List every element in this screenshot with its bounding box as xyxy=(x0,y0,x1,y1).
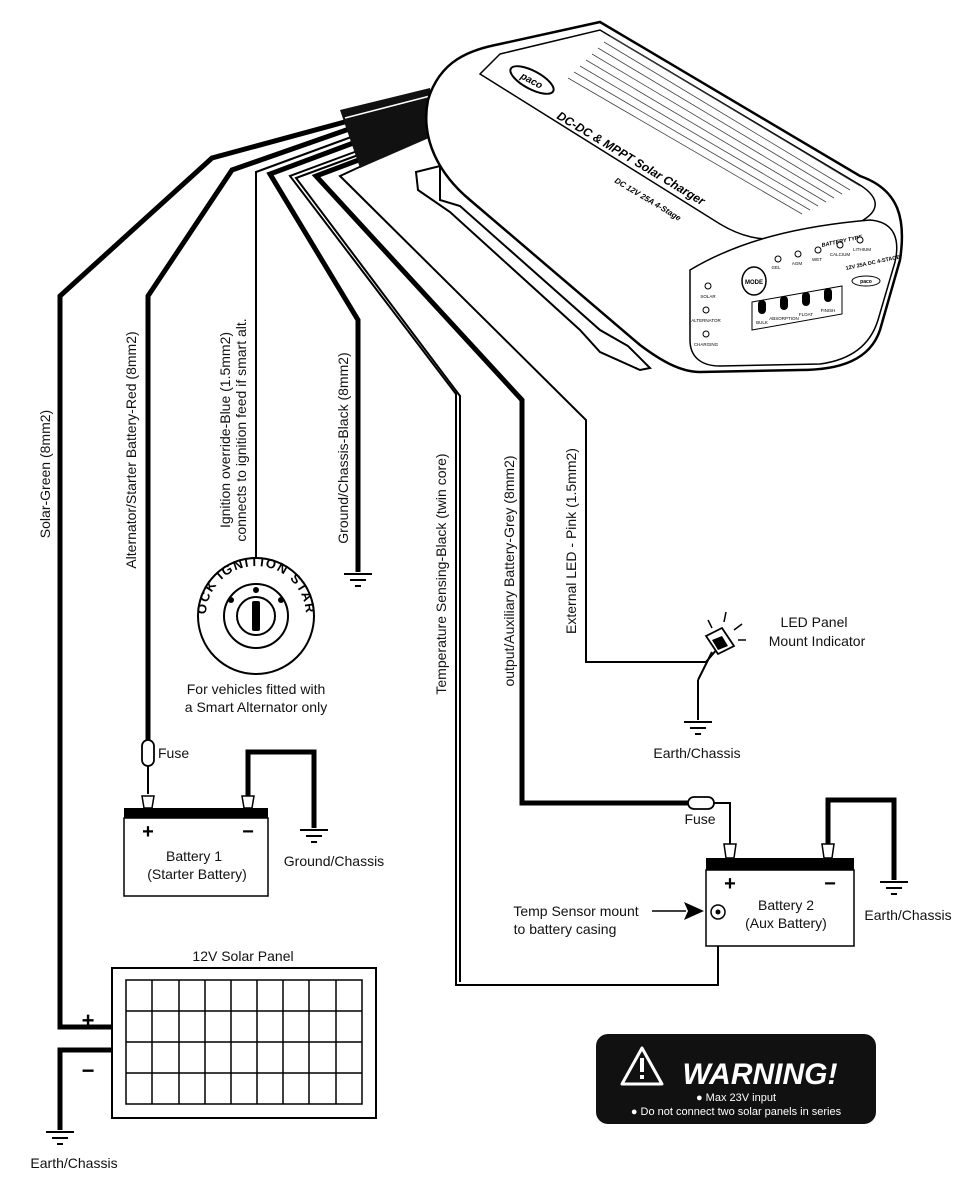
led-indicator xyxy=(697,611,746,720)
ignition-wire xyxy=(255,135,355,560)
led-solar: SOLAR xyxy=(700,294,716,299)
output-wire-label: output/Auxiliary Battery-Grey (8mm2) xyxy=(501,455,517,686)
output-wire-to-battery xyxy=(712,802,731,845)
fuse-1-label: Fuse xyxy=(158,745,189,761)
battery-type-wet: WET xyxy=(812,257,822,262)
ext-led-wire-label: External LED - Pink (1.5mm2) xyxy=(563,448,579,634)
ignition-note-line1: For vehicles fitted with xyxy=(187,681,326,697)
stage-finish: FINISH xyxy=(821,308,836,313)
solar-panel xyxy=(111,967,377,1119)
ignition-wire-label-1: Ignition override-Blue (1.5mm2) xyxy=(217,332,233,528)
solar-panel-title: 12V Solar Panel xyxy=(192,948,293,964)
ground-symbol-led xyxy=(684,721,712,735)
solar-negative-wire xyxy=(57,1047,112,1130)
fuse-2-label: Fuse xyxy=(684,811,715,827)
battery-2-plus: + xyxy=(724,873,736,895)
ground-symbol-ground-wire xyxy=(344,573,372,587)
ground-symbol-battery-1 xyxy=(300,829,328,843)
temp-sensing-wire xyxy=(288,149,719,986)
alternator-wire xyxy=(145,125,353,745)
ground-symbol-solar xyxy=(46,1131,74,1145)
battery-type-leds xyxy=(774,236,864,263)
key-slot xyxy=(252,601,260,631)
mode-button xyxy=(741,266,767,296)
heatsink-fins xyxy=(567,35,861,215)
battery-1 xyxy=(123,795,269,897)
warning-line-2: ● Do not connect two solar panels in ser… xyxy=(631,1106,842,1118)
battery-1-ground-wire xyxy=(245,749,317,828)
fuse-1 xyxy=(141,739,155,794)
ground-symbol-battery-2 xyxy=(880,881,908,895)
battery-2 xyxy=(705,843,855,947)
temp-sensor-label-2: to battery casing xyxy=(514,921,617,937)
led-earth-label: Earth/Chassis xyxy=(653,745,740,761)
front-brand-logo xyxy=(851,275,881,287)
led-charging: CHARGING xyxy=(694,342,719,347)
ignition-note-line2: a Smart Alternator only xyxy=(185,699,327,715)
stage-panel xyxy=(751,285,843,331)
ground-wire xyxy=(266,139,361,572)
temp-sensing-wire-core2 xyxy=(294,153,461,982)
battery-type-gel: GEL xyxy=(771,265,781,270)
brand-logo xyxy=(509,65,555,95)
loom-highlight xyxy=(344,95,431,119)
battery-2-label-1: Battery 2 xyxy=(758,897,814,913)
solar-wire xyxy=(57,117,353,1030)
battery-1-minus: − xyxy=(242,821,254,843)
battery-type-calcium: CALCIUM xyxy=(830,252,851,257)
alternator-wire-label: Alternator/Starter Battery-Red (8mm2) xyxy=(123,331,139,568)
temp-sensor-label-1: Temp Sensor mount xyxy=(513,903,638,919)
led-panel-label-1: LED Panel xyxy=(781,614,848,630)
warning-box xyxy=(596,1034,876,1124)
front-panel xyxy=(689,219,898,367)
charger-device: paco DC-DC & MPPT Solar Charger DC 12V 2… xyxy=(414,20,904,374)
ignition-switch: LOCK IGNITION START xyxy=(0,0,317,675)
input-leds xyxy=(702,282,712,338)
battery-2-ground-wire xyxy=(825,797,897,880)
front-brand-text: paco xyxy=(860,279,872,285)
mode-label: MODE xyxy=(745,280,763,286)
warning-line-1: ● Max 23V input xyxy=(696,1092,776,1104)
solar-earth-label: Earth/Chassis xyxy=(30,1155,117,1171)
battery-1-label-1: Battery 1 xyxy=(166,848,222,864)
battery-type-agm: AGM xyxy=(792,261,803,266)
solar-cell-grid xyxy=(126,980,362,1104)
temp-sensor-arrow xyxy=(652,902,704,920)
led-alternator: ALTERNATOR xyxy=(691,318,721,323)
stage-float: FLOAT xyxy=(799,312,813,317)
fuse-2 xyxy=(687,796,715,810)
cable-loom xyxy=(340,88,438,168)
output-wire xyxy=(311,155,690,806)
stage-leds xyxy=(758,288,832,314)
stage-absorption: ABSORPTION xyxy=(769,316,799,321)
ground-wire-label: Ground/Chassis-Black (8mm2) xyxy=(335,352,351,543)
solar-plus: + xyxy=(82,1008,95,1033)
battery-1-label-2: (Starter Battery) xyxy=(147,866,247,882)
stage-bulk: BULK xyxy=(756,320,768,325)
battery-2-minus: − xyxy=(824,873,836,895)
solar-wire-label: Solar-Green (8mm2) xyxy=(37,410,53,538)
led-panel-label-2: Mount Indicator xyxy=(769,633,866,649)
temp-wire-label: Temperature Sensing-Black (twin core) xyxy=(433,453,449,694)
solar-minus: − xyxy=(82,1058,95,1083)
battery-type-lithium: LITHIUM xyxy=(853,247,871,252)
battery-1-plus: + xyxy=(142,821,154,843)
mounting-plate xyxy=(414,164,653,372)
battery-1-ground-label: Ground/Chassis xyxy=(284,853,384,869)
ignition-wire-label-2: connects to ignition feed if smart alt. xyxy=(233,318,249,541)
warning-title: WARNING! xyxy=(683,1058,838,1091)
battery-2-earth-label: Earth/Chassis xyxy=(864,907,951,923)
battery-2-label-2: (Aux Battery) xyxy=(745,915,827,931)
